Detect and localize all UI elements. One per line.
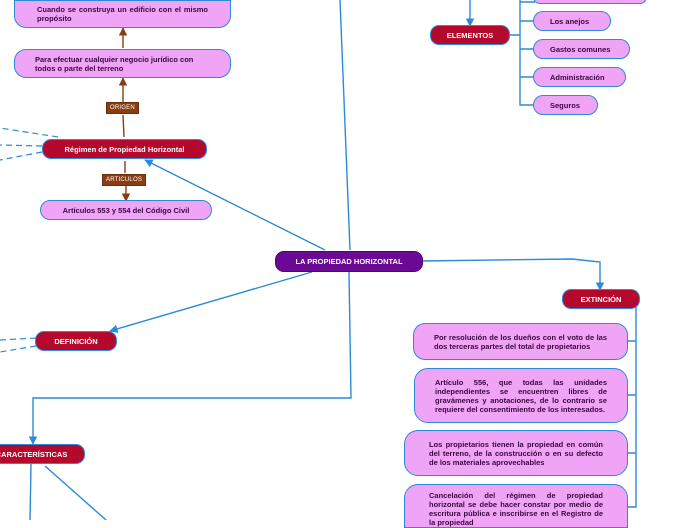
extincion-item-3[interactable]: Los propietarios tienen la propiedad en … [404, 430, 628, 476]
regimen-node[interactable]: Régimen de Propiedad Horizontal [42, 139, 207, 159]
extincion-label: EXTINCIÓN [580, 294, 622, 304]
link-root-extincion [421, 258, 605, 291]
link-regimen-offscreen-3 [0, 151, 43, 161]
link-root-definicion [109, 271, 313, 333]
elementos-item-administracion[interactable]: Administración [533, 67, 626, 87]
elementos-item-anejos[interactable]: Los anejos [533, 11, 611, 31]
link-definicion-offscreen-2 [0, 345, 37, 353]
link-definicion-offscreen-1 [0, 337, 37, 341]
extincion-item-4[interactable]: Cancelación del régimen de propiedad hor… [404, 484, 628, 528]
link-origen-tag [122, 114, 125, 138]
link-root-regimen [144, 159, 326, 251]
elementos-item-top [533, 0, 647, 4]
root-node[interactable]: LA PROPIEDAD HORIZONTAL [275, 251, 423, 272]
link-root-caracteristicas [28, 271, 352, 445]
extincion-node[interactable]: EXTINCIÓN [562, 289, 640, 309]
caracteristicas-node[interactable]: CARACTERÍSTICAS [0, 444, 85, 464]
articulos-tag: ARTICULOS [102, 174, 147, 186]
origen-tag: ORIGEN [106, 102, 139, 114]
caracteristicas-label: CARACTERÍSTICAS [0, 449, 68, 459]
definicion-label: DEFINICIÓN [54, 336, 98, 346]
elementos-item-seguros[interactable]: Seguros [533, 95, 598, 115]
origin-item-1[interactable]: Cuando se construya un edificio con el m… [14, 0, 231, 28]
link-caracteristicas-branch-a [29, 463, 32, 520]
link-regimen-offscreen-2 [0, 144, 43, 147]
origin-item-2[interactable]: Para efectuar cualquier negocio jurídico… [14, 49, 231, 78]
elementos-label: ELEMENTOS [446, 30, 494, 40]
regimen-label: Régimen de Propiedad Horizontal [64, 144, 185, 154]
articles-item[interactable]: Artículos 553 y 554 del Código Civil [40, 200, 212, 220]
link-extincion-items [627, 305, 637, 508]
root-label: LA PROPIEDAD HORIZONTAL [295, 257, 403, 266]
link-regimen-offscreen-1 [0, 127, 59, 138]
link-elementos-items [509, 0, 535, 106]
elementos-item-gastos[interactable]: Gastos comunes [533, 39, 630, 59]
definicion-node[interactable]: DEFINICIÓN [35, 331, 117, 351]
extincion-item-2[interactable]: Artículo 556, que todas las unidades ind… [414, 368, 628, 423]
link-caracteristicas-branch-b [44, 465, 107, 520]
extincion-item-1[interactable]: Por resolución de los dueños con el voto… [413, 323, 628, 360]
link-root-up [339, 0, 351, 251]
elementos-node[interactable]: ELEMENTOS [430, 25, 510, 45]
